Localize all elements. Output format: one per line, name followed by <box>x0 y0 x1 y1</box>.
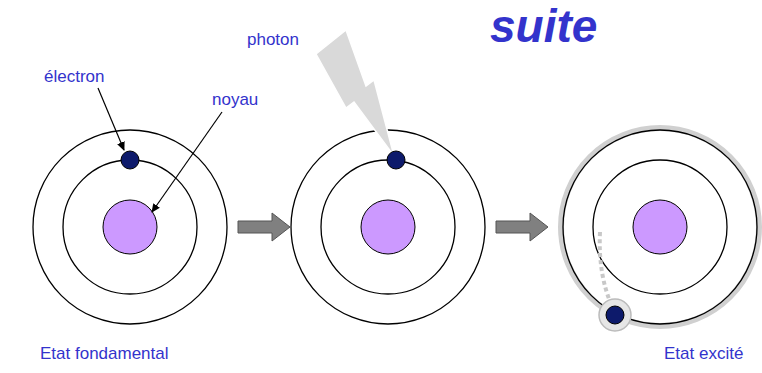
state-label: Etat fondamental <box>40 344 169 364</box>
nucleus-label: noyau <box>212 90 258 110</box>
photon-bolt <box>316 30 394 156</box>
photon-label: photon <box>247 30 299 50</box>
atom-ground-state <box>33 130 227 324</box>
leader-line <box>98 88 124 150</box>
atom-excited-state <box>561 128 759 331</box>
atom-absorbing <box>291 130 485 324</box>
block-arrow <box>238 213 290 241</box>
slide-title: suite <box>490 0 597 52</box>
block-arrow <box>496 213 548 241</box>
electron <box>387 151 405 169</box>
electron-label: électron <box>44 67 104 87</box>
state-label: Etat excité <box>664 344 743 364</box>
leader-line <box>152 112 222 212</box>
